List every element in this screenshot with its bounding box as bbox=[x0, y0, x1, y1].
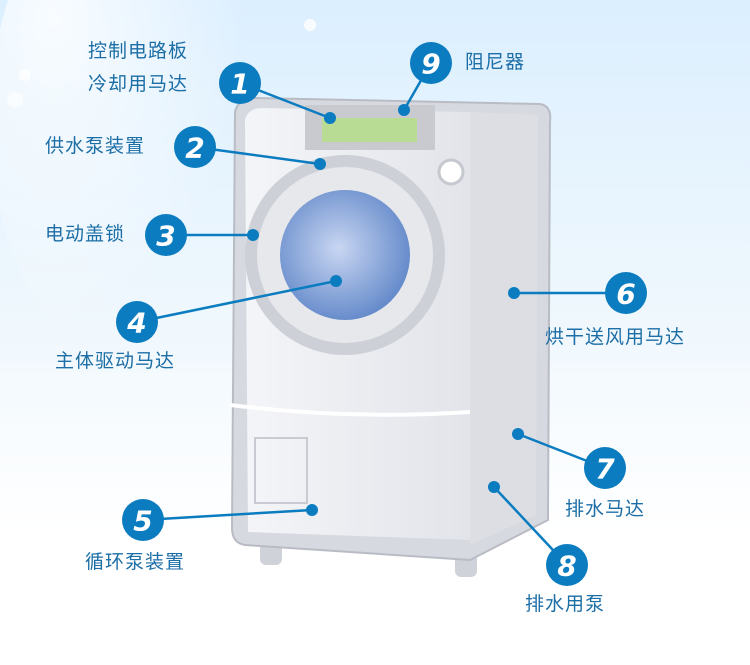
part-label-2: 供水泵装置 bbox=[45, 130, 145, 163]
number-badge-9 bbox=[410, 42, 452, 84]
number-badge-3 bbox=[145, 214, 187, 256]
number-badge-5 bbox=[122, 499, 164, 541]
number-badge-text: 5 bbox=[133, 505, 152, 538]
part-label-line: 排水马达 bbox=[565, 498, 646, 520]
number-badge-4 bbox=[116, 301, 158, 343]
number-badge-text: 6 bbox=[616, 278, 635, 311]
part-label-6: 烘干送风用马达 bbox=[545, 321, 685, 354]
number-badge-7 bbox=[584, 447, 626, 489]
part-label-line: 主体驱动马达 bbox=[55, 350, 176, 372]
leader-line-2 bbox=[194, 145, 321, 166]
part-label-line: 烘干送风用马达 bbox=[545, 326, 686, 348]
part-label-8: 排水用泵 bbox=[525, 588, 605, 621]
part-location-dot-4 bbox=[330, 275, 342, 287]
part-location-dot-3 bbox=[247, 229, 259, 241]
number-badge-text: 3 bbox=[156, 220, 175, 253]
number-badge-text: 1 bbox=[230, 68, 249, 101]
part-location-dot-6 bbox=[508, 287, 520, 299]
part-label-9: 阻尼器 bbox=[465, 46, 525, 79]
number-badge-text: 8 bbox=[557, 550, 576, 583]
number-badge-text: 7 bbox=[595, 453, 615, 486]
part-label-line: 控制电路板 bbox=[88, 40, 189, 62]
part-label-line: 阻尼器 bbox=[465, 51, 526, 73]
part-label-line: 排水用泵 bbox=[525, 593, 606, 615]
washing-machine bbox=[229, 96, 552, 577]
part-label-line: 供水泵装置 bbox=[45, 135, 146, 157]
part-label-7: 排水马达 bbox=[565, 493, 645, 526]
part-label-3: 电动盖锁 bbox=[45, 218, 125, 251]
part-location-dot-5 bbox=[306, 504, 318, 516]
number-badge-8 bbox=[546, 544, 588, 586]
part-label-5: 循环泵装置 bbox=[85, 546, 185, 579]
number-badge-text: 2 bbox=[185, 132, 204, 165]
part-location-dot-9 bbox=[398, 104, 410, 116]
number-badge-text: 9 bbox=[421, 48, 440, 81]
part-label-line: 循环泵装置 bbox=[85, 551, 186, 573]
water-drops bbox=[7, 19, 316, 108]
part-location-dot-7 bbox=[512, 428, 524, 440]
leader-line-5 bbox=[142, 508, 313, 522]
number-badge-6 bbox=[605, 272, 647, 314]
part-location-dot-8 bbox=[488, 481, 500, 493]
part-location-dot-2 bbox=[314, 158, 326, 170]
leader-line-4 bbox=[136, 279, 337, 324]
part-label-line: 冷却用马达 bbox=[88, 73, 189, 95]
part-label-1: 控制电路板冷却用马达 bbox=[88, 35, 188, 101]
number-badge-text: 4 bbox=[126, 307, 146, 340]
number-badge-2 bbox=[174, 126, 216, 168]
number-badge-1 bbox=[219, 62, 261, 104]
part-label-line: 电动盖锁 bbox=[45, 223, 126, 245]
part-label-4: 主体驱动马达 bbox=[55, 345, 175, 378]
part-location-dot-1 bbox=[324, 112, 336, 124]
